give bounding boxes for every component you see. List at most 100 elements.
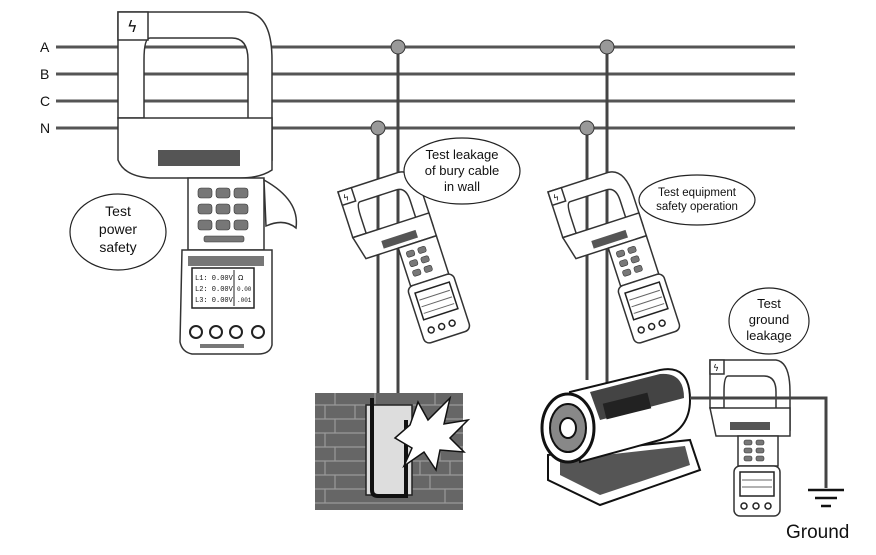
line-label-a: A — [40, 39, 50, 55]
callout-power-safety: Test power safety — [69, 193, 167, 271]
meter-head — [117, 117, 273, 179]
callout-ground-leakage: Test ground leakage — [728, 287, 810, 355]
callout-line: ground — [749, 312, 789, 327]
clamp-trigger-icon — [117, 11, 149, 41]
lcd-row-2: L2: 0.00V — [195, 286, 234, 294]
clamp-meter-ground: ϟ — [709, 359, 791, 517]
lcd-side-2: 0.00 — [237, 286, 252, 293]
keypad-button — [616, 249, 626, 258]
line-label-c: C — [40, 93, 50, 109]
callout-line: Test equipment — [658, 187, 737, 199]
head-band — [381, 229, 418, 249]
clamp-meter-cable: ϟ — [337, 171, 471, 344]
lcd-line — [421, 296, 453, 308]
keypad-button — [743, 455, 753, 462]
input-jack — [229, 325, 243, 339]
buried-cable — [370, 398, 408, 498]
keypad-button — [743, 439, 753, 446]
callout-line: in wall — [444, 179, 480, 194]
keypad-button — [233, 203, 249, 215]
input-jack — [647, 322, 656, 331]
keypad-button — [619, 259, 629, 267]
input-jack — [189, 325, 203, 339]
lcd-line — [631, 296, 663, 308]
callout-bubble — [638, 174, 756, 226]
keypad-button — [215, 187, 231, 199]
head-band — [730, 422, 770, 430]
clamp-trigger-icon — [337, 186, 357, 207]
ground-wire — [690, 396, 828, 488]
motor-equipment — [540, 368, 702, 507]
keypad-button — [630, 255, 640, 264]
head-band — [158, 150, 240, 166]
junction-node — [370, 120, 386, 136]
meter-lcd — [739, 471, 775, 497]
brick-wall — [315, 393, 471, 510]
keypad-button — [197, 219, 213, 231]
keypad-button — [417, 246, 427, 254]
callout-line: Test — [105, 203, 131, 219]
lightning-icon: ϟ — [127, 17, 138, 36]
ground-label: Ground — [786, 522, 849, 543]
keypad-button — [197, 187, 213, 199]
keypad-button — [412, 268, 422, 277]
junction-node — [599, 39, 615, 55]
head-band — [591, 229, 628, 249]
keypad-button — [409, 259, 419, 267]
keypad-button — [633, 265, 643, 273]
input-jack — [740, 502, 748, 510]
motor-fan-hub — [559, 417, 577, 439]
lightning-icon: ϟ — [713, 364, 719, 374]
input-jack — [752, 502, 760, 510]
callout-equipment: Test equipment safety operation — [638, 174, 756, 226]
callout-bury-cable: Test leakage of bury cable in wall — [403, 137, 521, 205]
callout-bubble — [403, 137, 521, 205]
keypad-button — [743, 447, 753, 454]
clamp-trigger-icon — [547, 186, 567, 207]
keypad-button — [420, 255, 430, 264]
input-jack — [764, 502, 772, 510]
keypad-button — [755, 455, 765, 462]
lcd-line — [633, 303, 665, 314]
junction-node — [579, 120, 595, 136]
lcd-row-1: L1: 0.00V — [195, 275, 234, 283]
clamp-trigger-icon — [709, 359, 725, 375]
callout-line: power — [99, 221, 137, 237]
junction-node — [390, 39, 406, 55]
lightning-icon: ϟ — [342, 193, 351, 204]
meter-lcd — [191, 267, 255, 309]
callout-line: safety operation — [656, 201, 738, 213]
callout-line: Test leakage — [426, 147, 499, 162]
keypad — [197, 187, 249, 243]
main-clamp-meter: ϟ L1: 0.00V L2: 0.00V L3: 0.00V Ω 0 — [117, 11, 298, 355]
clamp-jaw — [547, 171, 645, 239]
callout-bubble — [728, 287, 810, 355]
callout-line: safety — [99, 239, 136, 255]
lcd-side-3: .001 — [237, 297, 252, 304]
lcd-line — [419, 289, 450, 301]
lcd-line — [629, 289, 660, 301]
cable-channel — [365, 404, 413, 496]
lcd-line — [423, 303, 455, 314]
motor-nameplate — [602, 392, 652, 420]
input-jack — [209, 325, 223, 339]
lcd-side-1: Ω — [238, 274, 244, 282]
keypad-button — [755, 447, 765, 454]
input-jack — [427, 326, 435, 334]
jack-label-strip — [200, 344, 244, 348]
lightning-icon: ϟ — [552, 193, 561, 204]
keypad-button — [215, 219, 231, 231]
keypad-button — [215, 203, 231, 215]
callout-line: Test — [757, 296, 781, 311]
keypad-button — [622, 268, 632, 277]
input-jack — [637, 326, 645, 334]
lcd-row-3: L3: 0.00V — [195, 297, 234, 305]
callout-line: leakage — [746, 328, 792, 343]
keypad-button — [233, 187, 249, 199]
brand-strip — [188, 256, 264, 266]
keypad-button — [203, 235, 245, 243]
callout-line: of bury cable — [425, 163, 499, 178]
input-jack — [437, 322, 446, 331]
callout-bubble — [69, 193, 167, 271]
